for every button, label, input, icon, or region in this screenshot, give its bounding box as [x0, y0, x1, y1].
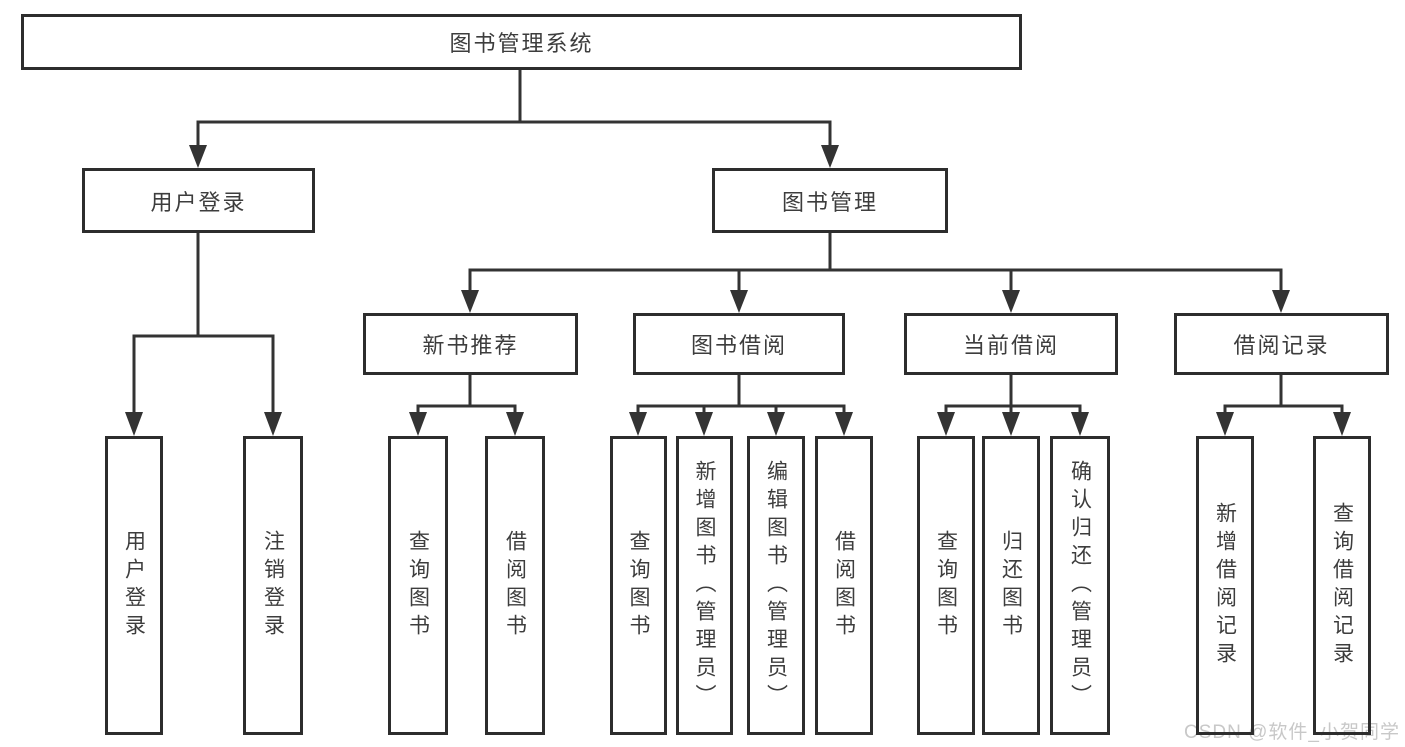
leaf-user-login: 用户登录	[105, 436, 163, 735]
node-library-system: 图书管理系统	[21, 14, 1022, 70]
leaf-return-books: 归还图书	[982, 436, 1040, 735]
leaf-user-login-label: 用户登录	[122, 529, 146, 642]
leaf-query-books-recommend-label: 查询图书	[406, 529, 430, 642]
leaf-add-borrow-record-label: 新增借阅记录	[1213, 501, 1237, 670]
leaf-query-borrow-record: 查询借阅记录	[1313, 436, 1371, 735]
leaf-logout: 注销登录	[243, 436, 303, 735]
leaf-query-books-current: 查询图书	[917, 436, 975, 735]
leaf-borrow-books-recommend-label: 借阅图书	[503, 529, 527, 642]
leaf-query-books-borrow: 查询图书	[610, 436, 667, 735]
leaf-logout-label: 注销登录	[261, 529, 285, 642]
leaf-add-books-admin: 新增图书（管理员）	[676, 436, 733, 735]
node-library-system-label: 图书管理系统	[449, 31, 594, 56]
connector-user-login-to-leaves	[125, 233, 282, 436]
leaf-confirm-return-admin-label: 确认归还（管理员）	[1068, 459, 1092, 712]
connector-borrow-records-to-leaves	[1216, 375, 1351, 436]
node-new-book-recommend: 新书推荐	[363, 313, 578, 375]
leaf-query-borrow-record-label: 查询借阅记录	[1330, 501, 1354, 670]
leaf-confirm-return-admin: 确认归还（管理员）	[1050, 436, 1110, 735]
connector-book-management-to-level3	[461, 233, 1290, 313]
connector-current-borrow-to-leaves	[937, 375, 1089, 436]
node-current-borrowing-label: 当前借阅	[962, 333, 1059, 358]
leaf-borrow-books-recommend: 借阅图书	[485, 436, 545, 735]
csdn-watermark: CSDN @软件_小贺同学	[1184, 722, 1400, 743]
leaf-add-books-admin-label: 新增图书（管理员）	[693, 459, 717, 712]
leaf-edit-books-admin: 编辑图书（管理员）	[747, 436, 805, 735]
node-borrow-records-label: 借阅记录	[1233, 333, 1330, 358]
node-current-borrowing: 当前借阅	[904, 313, 1118, 375]
leaf-borrow-books: 借阅图书	[815, 436, 873, 735]
leaf-edit-books-admin-label: 编辑图书（管理员）	[764, 459, 788, 712]
node-new-book-recommend-label: 新书推荐	[422, 333, 519, 358]
connector-new-book-to-leaves	[409, 375, 524, 436]
node-book-management: 图书管理	[712, 168, 948, 233]
connector-root-to-level2	[189, 70, 839, 168]
node-book-borrowing: 图书借阅	[633, 313, 845, 375]
node-user-login: 用户登录	[82, 168, 315, 233]
leaf-add-borrow-record: 新增借阅记录	[1196, 436, 1254, 735]
node-user-login-label: 用户登录	[150, 189, 247, 215]
leaf-query-books-recommend: 查询图书	[388, 436, 448, 735]
leaf-borrow-books-label: 借阅图书	[832, 529, 856, 642]
node-borrow-records: 借阅记录	[1174, 313, 1389, 375]
node-book-management-label: 图书管理	[781, 189, 878, 215]
leaf-query-books-current-label: 查询图书	[934, 529, 958, 642]
node-book-borrowing-label: 图书借阅	[690, 333, 787, 358]
leaf-query-books-borrow-label: 查询图书	[627, 529, 651, 642]
leaf-return-books-label: 归还图书	[999, 529, 1023, 642]
connector-book-borrow-to-leaves	[629, 375, 853, 436]
